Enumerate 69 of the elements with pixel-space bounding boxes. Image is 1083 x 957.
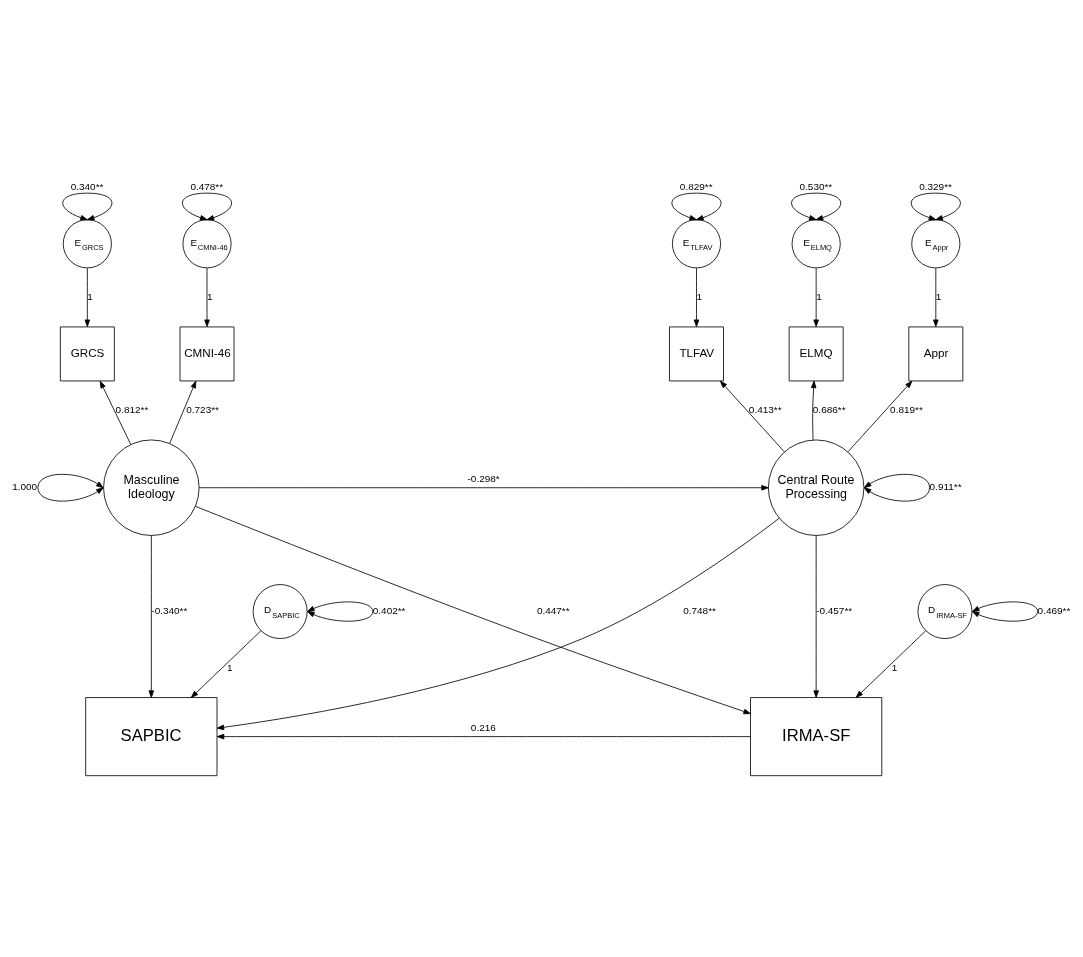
arrow bbox=[810, 380, 817, 440]
arrow bbox=[791, 192, 842, 220]
edge-label: 0.911** bbox=[929, 480, 962, 492]
node-circle: Central Route Processing bbox=[767, 439, 865, 536]
arrow bbox=[182, 192, 232, 220]
edge-label: 0.402** bbox=[372, 604, 406, 616]
node-box: SAPBIC bbox=[85, 696, 218, 776]
arrow bbox=[194, 505, 751, 714]
edge-label: 1 bbox=[696, 290, 703, 302]
arrow bbox=[671, 192, 722, 220]
arrow bbox=[910, 192, 961, 220]
arrow bbox=[204, 267, 210, 327]
arrow bbox=[847, 380, 913, 452]
arrow bbox=[855, 629, 927, 698]
arrow bbox=[216, 733, 751, 739]
arrow bbox=[37, 473, 104, 501]
node-circle: D$_{SAPBIC}$ bbox=[252, 583, 308, 639]
arrow bbox=[720, 380, 785, 452]
arrow bbox=[813, 267, 819, 327]
edge-label: -0.457** bbox=[816, 604, 853, 616]
edge-label: 0.812** bbox=[115, 403, 149, 415]
edge-label: 0.723** bbox=[186, 403, 219, 415]
edge-label: 1 bbox=[891, 661, 898, 673]
node-circle: E$_{Appr}$ bbox=[911, 218, 961, 268]
arrow bbox=[84, 267, 91, 327]
arrow bbox=[99, 380, 132, 445]
edge-label: 0.469** bbox=[1037, 604, 1071, 616]
arrow bbox=[198, 484, 769, 490]
edge-label: 0.413** bbox=[748, 403, 782, 415]
edge-label: 1 bbox=[87, 290, 93, 302]
edge-label: 0.478** bbox=[190, 180, 224, 192]
arrow bbox=[62, 192, 113, 220]
node-box: GRCS bbox=[59, 326, 115, 381]
edge-label: 0.748** bbox=[683, 604, 716, 616]
node-circle: E$_{CMNI-46}$ bbox=[182, 218, 232, 268]
edge-label: 1 bbox=[226, 661, 233, 673]
arrow bbox=[169, 380, 197, 444]
arrow bbox=[148, 534, 155, 698]
edge-label: 1.000 bbox=[12, 480, 38, 492]
node-circle: Masculine Ideology bbox=[103, 439, 200, 536]
node-box: Appr bbox=[908, 326, 964, 381]
arrow bbox=[933, 267, 939, 327]
node-circle: E$_{ELMQ}$ bbox=[791, 218, 841, 268]
node-circle: E$_{TLFAV}$ bbox=[671, 218, 721, 268]
arrow bbox=[813, 534, 819, 698]
edge-label: 0.340** bbox=[70, 180, 104, 192]
edge-label: 0.819** bbox=[890, 403, 923, 415]
arrow bbox=[190, 629, 262, 698]
edge-label: 0.216 bbox=[470, 721, 496, 733]
edge-label: 0.447** bbox=[536, 604, 570, 616]
edge-label: 1 bbox=[816, 290, 822, 302]
arrow bbox=[307, 601, 374, 622]
edge-label: 0.530** bbox=[799, 180, 833, 192]
node-box: IRMA-SF bbox=[750, 696, 883, 776]
edge-label: 1 bbox=[207, 290, 213, 302]
node-box: ELMQ bbox=[788, 326, 844, 381]
edge-label: 0.829** bbox=[679, 180, 713, 192]
edge-label: -0.298* bbox=[467, 472, 500, 484]
node-circle: E$_{GRCS}$ bbox=[62, 218, 112, 268]
edge-label: 1 bbox=[935, 290, 942, 302]
arrow bbox=[971, 601, 1039, 622]
arrow bbox=[863, 473, 930, 501]
edge-label: 0.686** bbox=[812, 403, 846, 415]
arrow bbox=[216, 517, 780, 730]
node-box: TLFAV bbox=[669, 326, 724, 381]
arrow bbox=[693, 267, 700, 327]
node-box: CMNI-46 bbox=[179, 326, 235, 381]
edge-label: 0.329** bbox=[919, 180, 952, 192]
node-circle: D$_{IRMA-SF}$ bbox=[917, 583, 973, 639]
